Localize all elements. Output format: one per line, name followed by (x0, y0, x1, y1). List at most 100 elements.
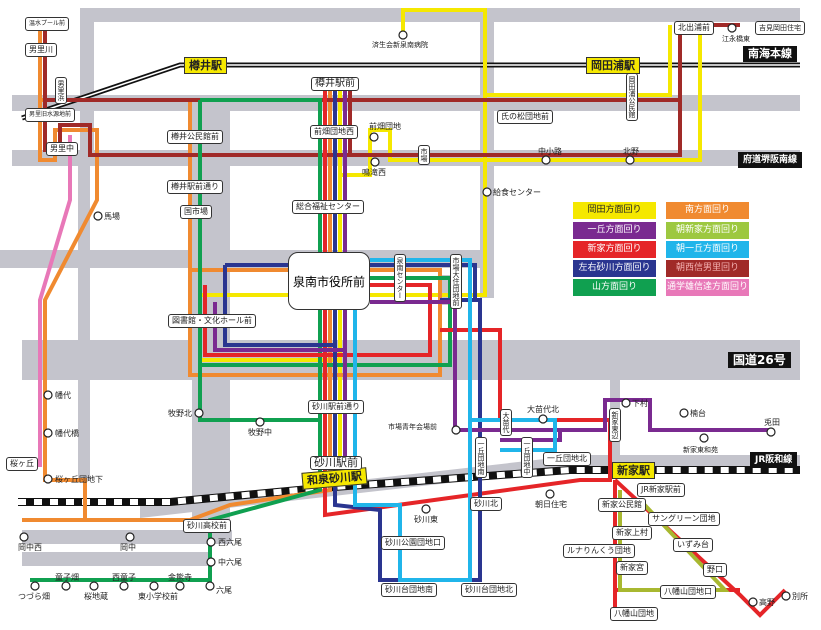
station-okadaura[interactable]: 岡田浦駅 (586, 57, 640, 74)
stop-label: 前畑団地 (369, 122, 401, 131)
stop[interactable]: 男里中 (46, 142, 78, 156)
stop[interactable]: サングリーン団地 (648, 512, 720, 526)
legend-label: 新家方面回り (587, 244, 642, 254)
stop[interactable]: 吉見岡田住宅 (755, 21, 805, 35)
road-label-route26: 国道26号 (728, 352, 791, 368)
route-cyan (353, 258, 472, 582)
stop[interactable]: 砂川駅前 (310, 456, 362, 470)
legend-label: 一丘方面回り (587, 225, 642, 235)
stop-label: 西六尾 (218, 538, 242, 547)
stop-label: 江永橋東 (722, 35, 750, 43)
stop[interactable]: 市場大住団地前 (450, 254, 462, 309)
stop-label: 朝日住宅 (535, 500, 567, 509)
stop-label: 牧野中 (248, 428, 272, 437)
stop-label: 鳴滝西 (362, 168, 386, 177)
stop-label: 市場青年会場前 (388, 423, 437, 431)
stop-label: 西童子 (112, 573, 136, 582)
stop[interactable]: 温水プール前 (25, 17, 70, 31)
stop[interactable]: ルナりんくう団地 (563, 544, 635, 558)
legend-label: 朝西信男里回り (675, 263, 739, 273)
stop[interactable]: 一丘団地中 (521, 437, 533, 478)
stop[interactable]: 八幡山団地 (610, 607, 658, 621)
legend-item: 朝新家方面回り (666, 222, 749, 239)
stop[interactable]: 氏の松団地前 (497, 110, 553, 124)
stop[interactable]: 一丘団地南 (475, 437, 487, 478)
stop[interactable]: 新家公民館 (598, 498, 646, 512)
legend-item: 朝西信男里回り (666, 260, 749, 277)
stop[interactable]: 総合福祉センター (292, 200, 364, 214)
stop-label: 北野 (623, 147, 639, 156)
legend-item: 新家方面回り (573, 241, 656, 258)
stop-label: つづら畑 (18, 592, 50, 601)
stop[interactable]: 北出浦前 (674, 21, 714, 35)
stop[interactable]: 樽井駅前通り (167, 180, 223, 194)
legend-label: 通学雄信達方面回り (666, 282, 748, 292)
legend-label: 朝新家方面回り (675, 225, 739, 235)
legend-item: 南方面回り (666, 202, 749, 219)
stop[interactable]: JR新家駅前 (637, 483, 685, 497)
stop[interactable]: 国市場 (180, 205, 212, 219)
stop[interactable]: 八幡山団地口 (660, 585, 716, 599)
road-label-fudo: 府道堺阪南線 (738, 152, 803, 168)
stop-label: 幡代 (55, 391, 71, 400)
stop-label: 新家東和苑 (683, 446, 718, 454)
stop[interactable]: 樽井駅前 (311, 77, 359, 91)
station-shinge[interactable]: 新家駅 (612, 462, 655, 479)
stop[interactable]: 男里川 (25, 43, 57, 57)
stop[interactable]: 泉南センター (394, 254, 406, 302)
stop-label: 済生会新泉南病院 (372, 41, 428, 49)
stop-label: 六尾 (216, 586, 232, 595)
stop[interactable]: 男里旧水源地前 (25, 108, 76, 122)
stop-label: 下村 (632, 399, 648, 408)
stop[interactable]: 岡田浦公民館 (626, 73, 638, 121)
stop[interactable]: いずみ台 (673, 538, 713, 552)
hub-sennan-city-hall[interactable]: 泉南市役所前 (288, 252, 370, 310)
stop-label: 金熊寺 (168, 573, 192, 582)
stop-label: 牧野北 (168, 409, 192, 418)
stop[interactable]: 樽井公民館前 (167, 130, 223, 144)
stop[interactable]: 一丘団地北 (543, 452, 591, 466)
stop-label: 童子畑 (55, 573, 79, 582)
stop[interactable]: 砂川駅前通り (308, 400, 364, 414)
stop-label: 大苗代北 (527, 405, 559, 414)
stop-label: 馬場 (104, 212, 120, 221)
stop[interactable]: 前畑団地西 (310, 125, 358, 139)
stop-label: 楠台 (690, 409, 706, 418)
legend-label: 朝一丘方面回り (675, 244, 739, 254)
legend-item: 山方面回り (573, 279, 656, 296)
stop[interactable]: 新家東辺 (609, 408, 621, 442)
stop[interactable]: 砂川高校前 (183, 519, 231, 533)
stop-label: 給食センター (493, 188, 541, 197)
stop[interactable]: 野口 (703, 563, 727, 577)
route-pink (30, 135, 72, 467)
circle-stops (19, 23, 791, 607)
legend-item: 岡田方面回り (573, 202, 656, 219)
stop-label: 岡中西 (18, 543, 42, 552)
rail-label-nankai: 南海本線 (743, 46, 797, 62)
stop[interactable]: 大苗代 (500, 409, 512, 436)
stop-label: 岡中 (120, 543, 136, 552)
stop[interactable]: 砂川公園団地口 (381, 536, 445, 550)
stop[interactable]: 男里浜 (55, 77, 67, 104)
stop[interactable]: 砂川台団地南 (381, 583, 437, 597)
stop[interactable]: 砂川北 (470, 497, 502, 511)
stop-label: 桜地蔵 (84, 592, 108, 601)
stop-label: 兎田 (764, 418, 780, 427)
stop[interactable]: 新家宮 (616, 561, 648, 575)
stop-label: 別所 (792, 592, 808, 601)
rail-label-jr: JR阪和線 (750, 452, 798, 468)
legend-label: 岡田方面回り (587, 205, 642, 215)
stop[interactable]: 図書館・文化ホール前 (168, 314, 256, 328)
legend-item: 左右砂川方面回り (573, 260, 656, 277)
route-green (30, 98, 322, 582)
stop[interactable]: 砂川台団地北 (461, 583, 517, 597)
stop-label: 中六尾 (218, 558, 242, 567)
legend-item: 一丘方面回り (573, 222, 656, 239)
stop[interactable]: 新家上村 (612, 526, 652, 540)
station-tarui[interactable]: 樽井駅 (184, 57, 227, 74)
stop[interactable]: 桜ヶ丘 (6, 457, 38, 471)
legend-item: 通学雄信達方面回り (666, 279, 749, 296)
stop[interactable]: 市場 (418, 145, 430, 165)
stop-label: 高野 (759, 598, 775, 607)
stop-label: 幡代橋 (55, 429, 79, 438)
